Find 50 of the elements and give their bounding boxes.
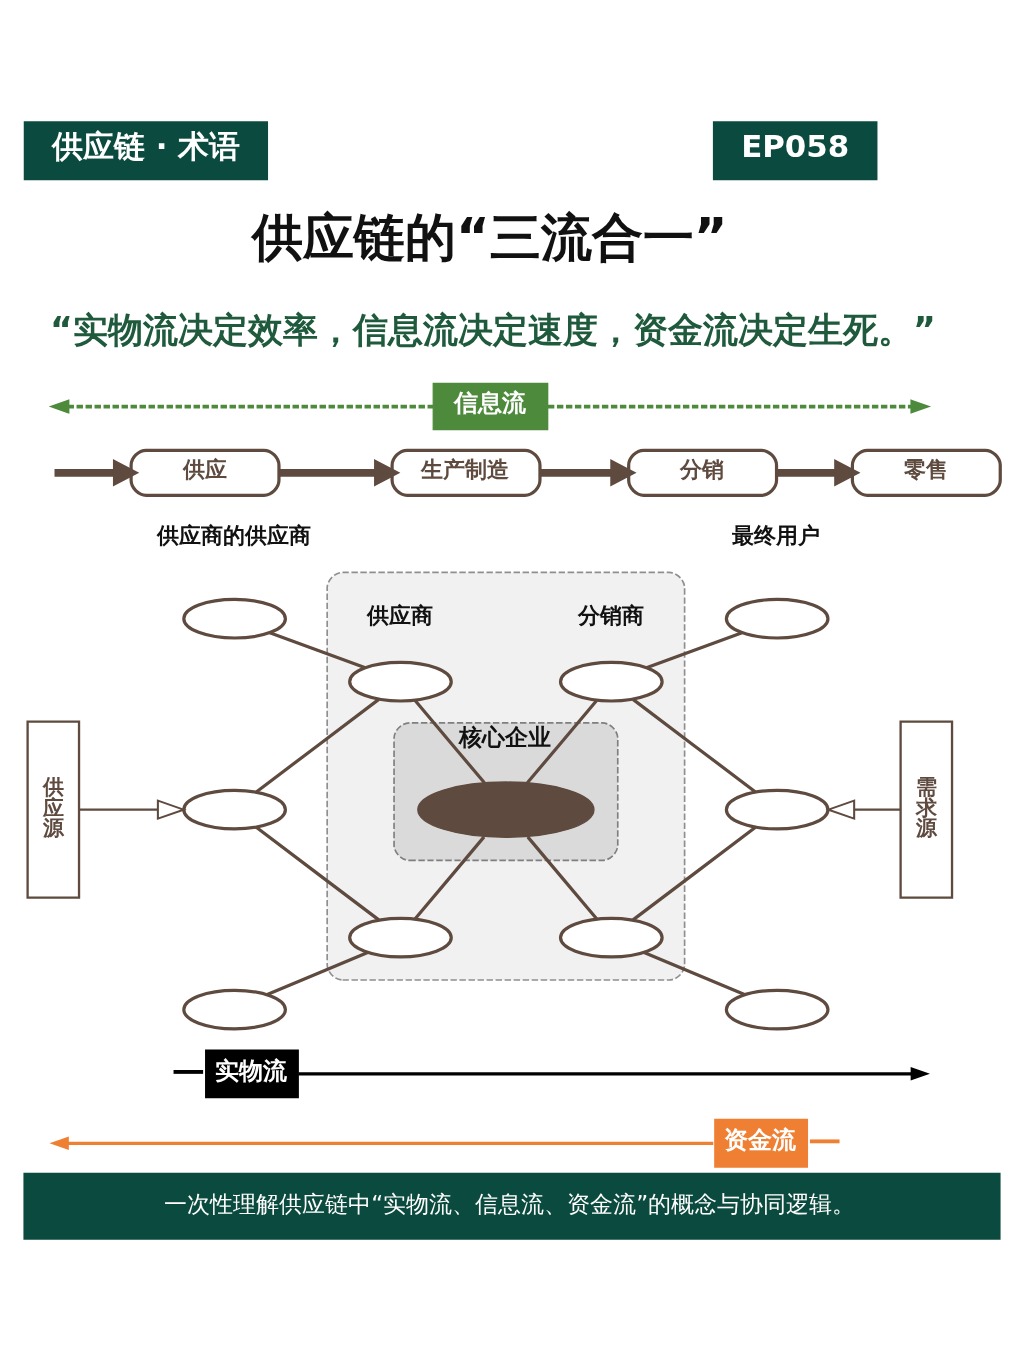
- connector: [526, 835, 598, 920]
- node-ellipse: [348, 916, 453, 958]
- connector: [266, 950, 369, 996]
- connector: [255, 697, 380, 793]
- caption: 一次性理解供应链中“实物流、信息流、资金流”的概念与协同逻辑。: [164, 1190, 856, 1217]
- node-ellipse: [724, 597, 830, 640]
- label: 分销商: [577, 602, 644, 628]
- node-box: 供应: [129, 448, 281, 497]
- diagram-title: 供应链的“三流合一”: [251, 206, 728, 267]
- node-box: 供应源: [26, 719, 81, 899]
- node-ellipse: [724, 988, 830, 1030]
- node-ellipse: [558, 660, 664, 703]
- connector: [645, 630, 743, 669]
- connector: [255, 825, 380, 921]
- node-ellipse: [182, 788, 287, 831]
- arrow: [298, 1066, 930, 1081]
- arrow: [547, 398, 932, 414]
- arrow: [279, 458, 401, 487]
- node-box: 需求源: [899, 719, 954, 899]
- node-ellipse: [724, 788, 830, 831]
- arrow: [49, 1136, 714, 1150]
- cluster: 核心企业: [393, 721, 619, 861]
- node-box: 生产制造: [390, 448, 542, 497]
- connector: [413, 698, 486, 784]
- arrow: [825, 798, 901, 820]
- label: EP058: [741, 127, 850, 164]
- connector: [526, 698, 598, 784]
- connector: [632, 697, 757, 793]
- node-ellipse: [417, 780, 595, 838]
- connector: [269, 630, 366, 669]
- connector: [643, 950, 746, 996]
- label: 供应商: [367, 602, 434, 628]
- node-box: 零售: [850, 448, 1002, 497]
- node-ellipse: [348, 660, 453, 703]
- label: 供应商的供应商: [156, 522, 311, 548]
- label: 最终用户: [732, 522, 821, 548]
- label: 供应链 · 术语: [52, 127, 241, 164]
- node-box: 信息流: [432, 382, 549, 430]
- node-ellipse: [558, 916, 664, 958]
- arrow: [776, 458, 861, 487]
- node-ellipse: [182, 988, 287, 1030]
- connector: [413, 835, 486, 920]
- node-ellipse: [182, 597, 287, 640]
- cluster: [326, 571, 686, 981]
- connector: [632, 825, 757, 921]
- arrow: [48, 398, 433, 414]
- arrow: [539, 458, 637, 487]
- label: “实物流决定效率，信息流决定速度，资金流决定生死。”: [50, 309, 936, 350]
- node-box: 分销: [627, 448, 779, 497]
- arrow: [79, 798, 187, 820]
